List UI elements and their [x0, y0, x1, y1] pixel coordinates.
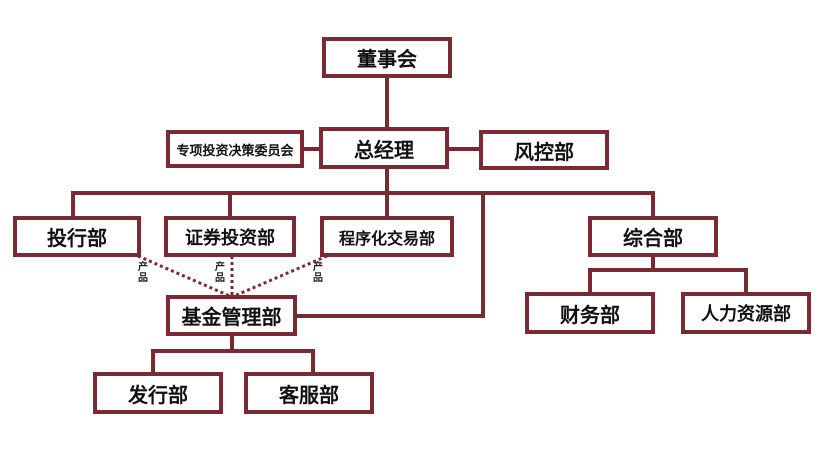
board-label: 董事会: [357, 47, 417, 71]
hr-label: 人力资源部: [701, 304, 791, 325]
fund-node: 基金管理部: [166, 295, 297, 336]
service-label: 客服部: [279, 382, 339, 407]
finance-label: 财务部: [560, 302, 620, 327]
committee-node: 专项投资决策委员会: [166, 130, 304, 168]
general-node: 综合部: [588, 216, 718, 257]
issuance-label: 发行部: [128, 382, 188, 407]
investment-label: 投行部: [47, 226, 107, 250]
product-link-quant: [231, 254, 328, 299]
board-node: 董事会: [322, 37, 452, 78]
quant-label: 程序化交易部: [338, 228, 435, 248]
securities-label: 证券投资部: [185, 227, 275, 249]
risk-label: 风控部: [514, 139, 574, 164]
product-tag-quant: 产品: [313, 262, 323, 284]
hr-node: 人力资源部: [681, 292, 811, 334]
investment-node: 投行部: [13, 216, 141, 257]
service-node: 客服部: [244, 372, 374, 414]
product-tag-investment: 产品: [138, 262, 148, 284]
securities-node: 证券投资部: [164, 216, 296, 257]
general-label: 综合部: [623, 226, 683, 250]
fund-label: 基金管理部: [181, 305, 282, 329]
issuance-node: 发行部: [93, 372, 223, 414]
risk-node: 风控部: [479, 130, 609, 170]
product-link-investment: [137, 254, 233, 299]
committee-label: 专项投资决策委员会: [176, 143, 294, 159]
product-tag-securities: 产品: [215, 262, 225, 284]
ceo-node: 总经理: [319, 127, 449, 169]
finance-node: 财务部: [525, 292, 655, 334]
ceo-label: 总经理: [354, 137, 414, 162]
quant-node: 程序化交易部: [320, 216, 454, 257]
